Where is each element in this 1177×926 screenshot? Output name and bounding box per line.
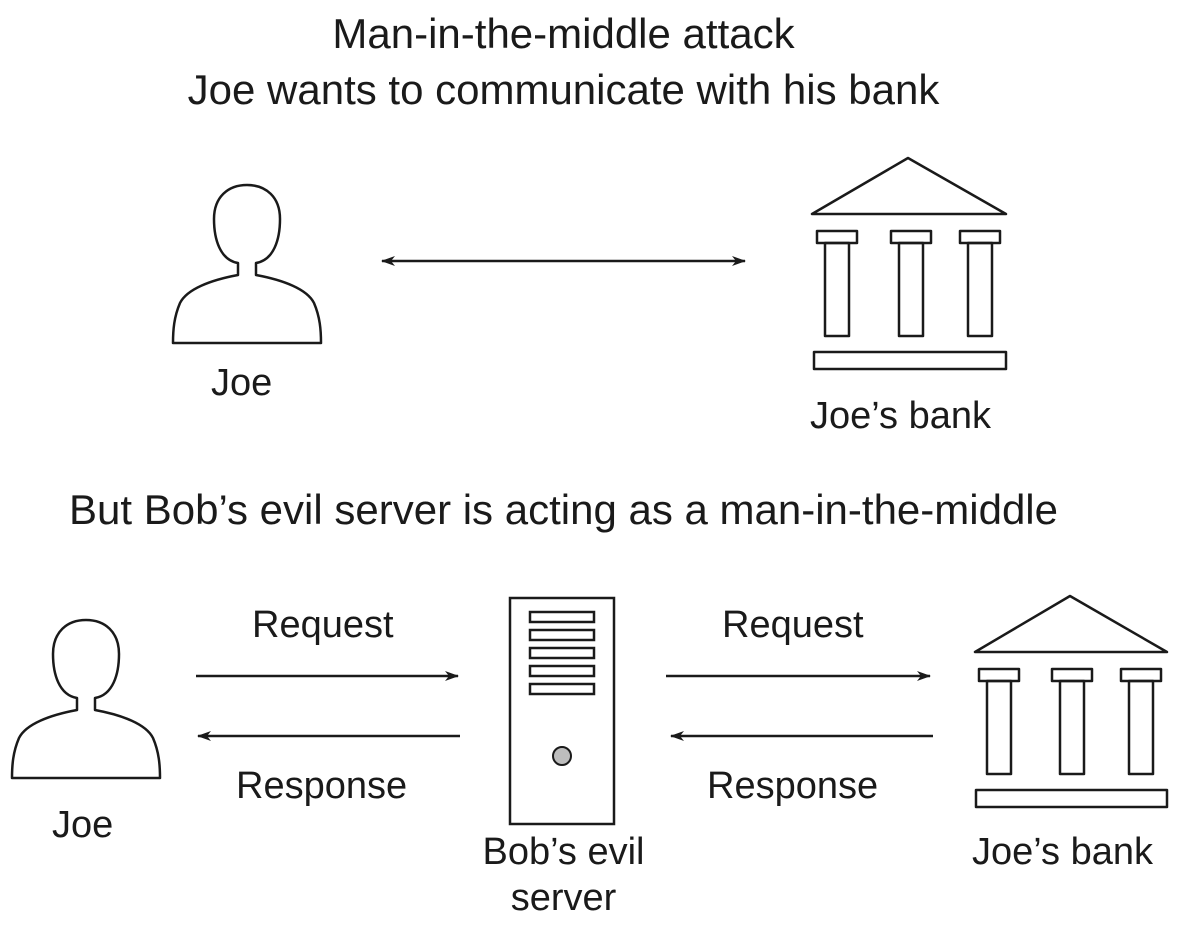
- server-label: server: [510, 877, 617, 919]
- bank-icon: [810, 156, 1008, 371]
- response-label: Response: [707, 765, 879, 807]
- bank-label: Joe’s bank: [810, 395, 991, 437]
- scenario-1-caption: Joe wants to communicate with his bank: [187, 66, 940, 113]
- bank-icon: [973, 594, 1169, 809]
- diagram-title: Man-in-the-middle attack: [332, 10, 795, 57]
- person-icon: [10, 618, 162, 780]
- response-label: Response: [236, 765, 408, 807]
- request-label: Request: [722, 604, 864, 646]
- client-label: Joe: [52, 804, 114, 846]
- client-label: Joe: [211, 362, 273, 404]
- person-icon: [171, 183, 323, 345]
- scenario-2-caption: But Bob’s evil server is acting as a man…: [69, 486, 1058, 533]
- server-label: Bob’s evil: [482, 831, 645, 873]
- server-icon: [508, 596, 616, 826]
- request-label: Request: [252, 604, 394, 646]
- bank-label: Joe’s bank: [972, 831, 1153, 873]
